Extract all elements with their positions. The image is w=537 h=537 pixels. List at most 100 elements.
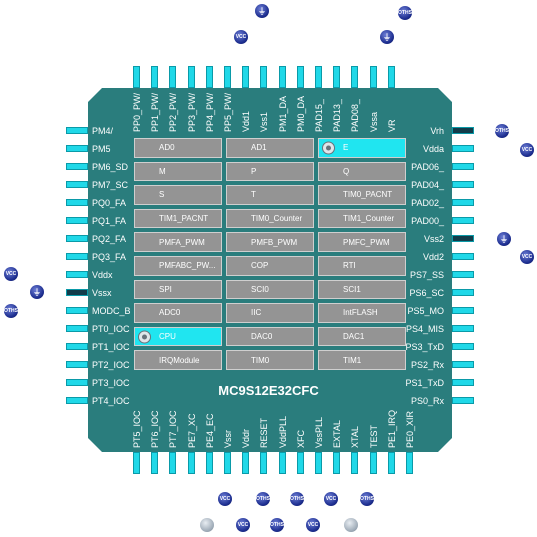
module-cell[interactable]: TIM1 bbox=[318, 350, 406, 370]
pin-right[interactable] bbox=[452, 307, 474, 314]
module-cell[interactable]: IntFLASH bbox=[318, 303, 406, 323]
pin-label: PM1_DA bbox=[277, 95, 288, 132]
pin-right[interactable] bbox=[452, 127, 474, 134]
module-label: AD0 bbox=[159, 143, 175, 153]
pin-right[interactable] bbox=[452, 379, 474, 386]
module-cell[interactable]: COP bbox=[226, 256, 314, 276]
pin-bottom[interactable] bbox=[369, 452, 377, 474]
module-cell[interactable]: PMFB_PWM bbox=[226, 232, 314, 252]
pin-bottom[interactable] bbox=[187, 452, 195, 474]
module-cell[interactable]: Q bbox=[318, 161, 406, 182]
pin-right[interactable] bbox=[452, 181, 474, 188]
pin-top[interactable] bbox=[315, 66, 322, 88]
pin-bottom[interactable] bbox=[315, 452, 322, 474]
module-cell[interactable]: M bbox=[134, 161, 222, 182]
module-cell[interactable]: TIM1_Counter bbox=[318, 208, 406, 229]
pin-left[interactable] bbox=[66, 397, 88, 404]
pin-bottom[interactable] bbox=[205, 452, 213, 474]
pin-left[interactable] bbox=[66, 271, 88, 278]
pin-top[interactable] bbox=[387, 66, 395, 88]
pin-right[interactable] bbox=[452, 271, 474, 278]
pin-bottom[interactable] bbox=[242, 452, 250, 474]
pin-bottom[interactable] bbox=[133, 452, 140, 474]
module-cell[interactable]: PMFA_PWM bbox=[134, 232, 222, 252]
pin-left[interactable] bbox=[66, 253, 88, 260]
module-cell[interactable]: TIM0_PACNT bbox=[318, 185, 406, 205]
pin-top[interactable] bbox=[242, 66, 250, 88]
pin-top[interactable] bbox=[205, 66, 213, 88]
module-cell[interactable]: AD1 bbox=[226, 138, 314, 158]
pin-top[interactable] bbox=[260, 66, 268, 88]
pin-top[interactable] bbox=[151, 66, 159, 88]
pin-left[interactable] bbox=[66, 235, 88, 242]
pin-bottom[interactable] bbox=[351, 452, 359, 474]
pin-left[interactable] bbox=[66, 181, 88, 188]
pin-bottom[interactable] bbox=[169, 452, 177, 474]
pin-bottom[interactable] bbox=[296, 452, 304, 474]
pin-bottom[interactable] bbox=[406, 452, 413, 474]
module-cell[interactable]: SPI bbox=[134, 279, 222, 300]
pin-left[interactable] bbox=[66, 289, 88, 296]
module-cell[interactable]: DAC0 bbox=[226, 326, 314, 347]
pin-right[interactable] bbox=[452, 199, 474, 206]
pin-left[interactable] bbox=[66, 307, 88, 314]
pin-bottom[interactable] bbox=[278, 452, 286, 474]
pin-right[interactable] bbox=[452, 361, 474, 368]
pin-left[interactable] bbox=[66, 163, 88, 170]
pin-left[interactable] bbox=[66, 199, 88, 206]
pin-top[interactable] bbox=[169, 66, 177, 88]
pin-left[interactable] bbox=[66, 361, 88, 368]
pin-top[interactable] bbox=[133, 66, 140, 88]
pin-left[interactable] bbox=[66, 145, 88, 152]
pin-left[interactable] bbox=[66, 343, 88, 350]
module-cell[interactable]: PMFC_PWM bbox=[318, 232, 406, 252]
module-cell[interactable]: IIC bbox=[226, 303, 314, 323]
pin-label: Vss1 bbox=[259, 111, 270, 132]
module-cell[interactable]: RTI bbox=[318, 256, 406, 276]
module-cell[interactable]: AD0 bbox=[134, 138, 222, 158]
pin-right[interactable] bbox=[452, 145, 474, 152]
pin-right[interactable] bbox=[452, 343, 474, 350]
pin-top[interactable] bbox=[333, 66, 341, 88]
module-cell[interactable]: PMFABC_PW... bbox=[134, 256, 222, 276]
module-cell[interactable]: P bbox=[226, 161, 314, 182]
module-cell[interactable]: S bbox=[134, 185, 222, 205]
pin-top[interactable] bbox=[278, 66, 286, 88]
module-cell[interactable]: TIM0 bbox=[226, 350, 314, 370]
vcc-icon: VCC bbox=[4, 267, 18, 281]
pin-bottom[interactable] bbox=[260, 452, 268, 474]
pin-bottom[interactable] bbox=[151, 452, 159, 474]
pin-bottom[interactable] bbox=[333, 452, 341, 474]
pin-left[interactable] bbox=[66, 217, 88, 224]
module-cell[interactable]: CPU bbox=[134, 326, 222, 347]
pin-right[interactable] bbox=[452, 163, 474, 170]
pin-top[interactable] bbox=[296, 66, 304, 88]
module-cell[interactable]: IRQModule bbox=[134, 350, 222, 370]
module-cell[interactable]: DAC1 bbox=[318, 326, 406, 347]
pin-right[interactable] bbox=[452, 253, 474, 260]
pin-bottom[interactable] bbox=[224, 452, 231, 474]
module-cell[interactable]: TIM0_Counter bbox=[226, 208, 314, 229]
pin-left[interactable] bbox=[66, 325, 88, 332]
pin-top[interactable] bbox=[187, 66, 195, 88]
pin-label: PAD13_ bbox=[332, 99, 343, 132]
pin-top[interactable] bbox=[351, 66, 359, 88]
pin-left[interactable] bbox=[66, 379, 88, 386]
pin-top[interactable] bbox=[224, 66, 231, 88]
module-cell[interactable]: SCI0 bbox=[226, 279, 314, 300]
pin-right[interactable] bbox=[452, 397, 474, 404]
pin-right[interactable] bbox=[452, 325, 474, 332]
pin-right[interactable] bbox=[452, 217, 474, 224]
vcc-icon: VCC bbox=[218, 492, 232, 506]
pin-top[interactable] bbox=[369, 66, 377, 88]
pin-right[interactable] bbox=[452, 235, 474, 242]
module-cell[interactable]: E bbox=[318, 138, 406, 158]
module-cell[interactable]: T bbox=[226, 185, 314, 205]
module-cell[interactable]: TIM1_PACNT bbox=[134, 208, 222, 229]
pin-right[interactable] bbox=[452, 289, 474, 296]
pin-bottom[interactable] bbox=[387, 452, 395, 474]
module-cell[interactable]: ADC0 bbox=[134, 303, 222, 323]
module-cell[interactable]: SCI1 bbox=[318, 279, 406, 300]
pin-left[interactable] bbox=[66, 127, 88, 134]
